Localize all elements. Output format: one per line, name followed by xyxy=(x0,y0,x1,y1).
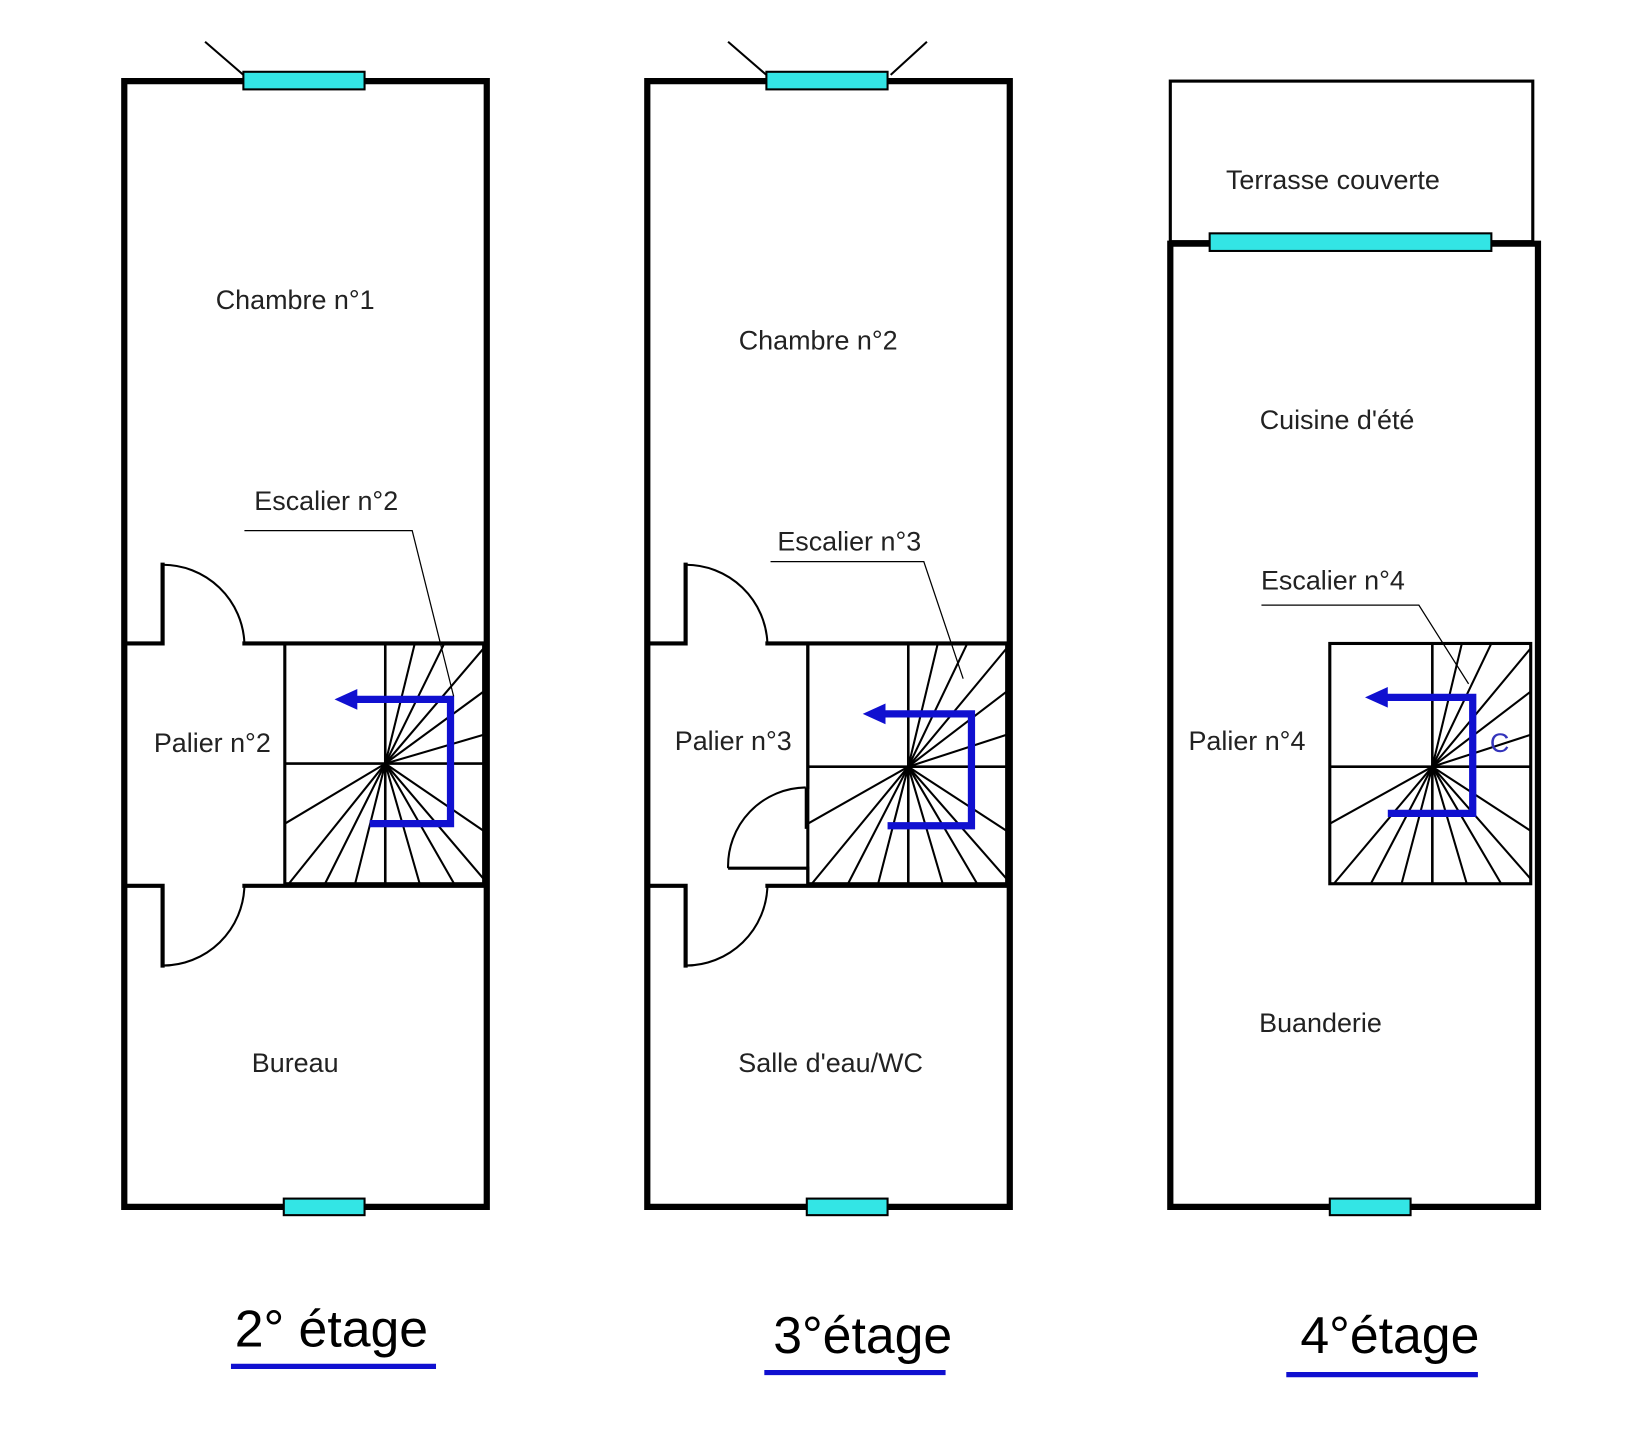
stair-label: Escalier n°3 xyxy=(777,526,921,556)
window-swing-right xyxy=(889,40,928,76)
landing-label: Palier n°4 xyxy=(1188,726,1305,756)
wc-door-arc xyxy=(727,786,806,869)
terrace-label: Terrasse couverte xyxy=(1226,165,1440,195)
stair-tread xyxy=(284,762,386,825)
stair-tread xyxy=(1431,765,1532,832)
partition-upper xyxy=(122,562,165,646)
landing-label: Palier n°2 xyxy=(154,728,271,758)
door-arc-upper xyxy=(685,563,769,644)
stair-tread xyxy=(384,647,485,765)
stair-tread xyxy=(384,690,485,765)
window-bottom xyxy=(805,1197,889,1217)
stair-tread xyxy=(287,762,387,885)
floor-title: 3°étage xyxy=(773,1306,952,1364)
terrace-outline xyxy=(1168,79,1535,244)
stair-tread xyxy=(384,733,484,765)
room-label: Salle d'eau/WC xyxy=(738,1048,923,1078)
floor-title: 2° étage xyxy=(235,1300,428,1358)
door-arc-upper xyxy=(162,563,246,644)
leader-line xyxy=(244,529,455,697)
landing-label: Palier n°3 xyxy=(675,726,792,756)
stair-tread xyxy=(1431,643,1463,767)
window-top xyxy=(242,70,366,91)
window-bottom xyxy=(1328,1197,1412,1217)
stair-tread xyxy=(1432,733,1532,768)
plan-3rd-floor: Chambre n°2 Escalier n°3 Palier n°3 Sall… xyxy=(644,40,1013,1376)
stair-tread xyxy=(1431,643,1493,768)
stair-label: Escalier n°2 xyxy=(254,486,398,516)
stair-tread xyxy=(810,766,910,885)
room-label: Chambre n°2 xyxy=(739,325,898,355)
leader-line xyxy=(770,561,964,679)
stair-tread xyxy=(1431,766,1503,885)
floor-title: 4°étage xyxy=(1300,1306,1479,1364)
arrow-head xyxy=(334,689,358,710)
stair-tread xyxy=(907,643,969,768)
leader-line xyxy=(1261,604,1470,685)
stair-tread xyxy=(1431,766,1532,880)
stair-tread xyxy=(1431,647,1532,768)
stair-tread xyxy=(384,643,416,764)
stair-tread xyxy=(1400,766,1434,885)
stair-tread xyxy=(1431,690,1532,768)
stair-mark: C xyxy=(1490,728,1509,758)
plan-4th-floor: C Terrasse couverte Cuisine d'été Escali… xyxy=(1167,79,1542,1378)
stair-direction-arrow xyxy=(880,710,976,830)
stair-tread xyxy=(1369,766,1434,885)
stair-tread xyxy=(847,766,910,885)
stair-tread xyxy=(384,762,485,832)
stair-tread xyxy=(384,643,446,765)
stair-tread xyxy=(324,763,387,885)
room-label: Bureau xyxy=(252,1048,339,1078)
window-top xyxy=(765,70,889,91)
stair-tread xyxy=(807,765,909,825)
door-arc-lower xyxy=(685,885,769,967)
room-label: Buanderie xyxy=(1259,1008,1382,1038)
window-swing xyxy=(204,40,245,76)
stair-outline xyxy=(1328,641,1533,886)
outer-walls xyxy=(644,77,1013,1210)
stair-tread xyxy=(907,690,1008,768)
stair-tread xyxy=(907,765,1008,832)
window-terrace xyxy=(1208,232,1493,252)
window-swing-left xyxy=(727,40,768,76)
room-label: Chambre n°1 xyxy=(216,285,375,315)
partition-lower xyxy=(122,883,165,968)
partition-upper xyxy=(645,562,688,646)
stair-tread xyxy=(1333,766,1434,885)
window-bottom xyxy=(282,1197,366,1217)
staircase xyxy=(806,641,1009,886)
arrow-head xyxy=(862,703,886,725)
arrow-head xyxy=(1365,686,1388,708)
stair-tread xyxy=(1329,765,1433,825)
stair-tread xyxy=(1431,766,1468,885)
outer-walls xyxy=(121,77,490,1210)
stair-tread xyxy=(907,643,939,767)
staircase xyxy=(1328,641,1533,886)
stair-direction-arrow xyxy=(1382,693,1477,817)
plan-2nd-floor: Chambre n°1 Escalier n°2 Palier n°2 Bure… xyxy=(121,40,490,1369)
stair-tread xyxy=(907,647,1008,768)
room-label: Cuisine d'été xyxy=(1260,405,1415,435)
stair-tread xyxy=(907,733,1007,768)
door-arc-lower xyxy=(162,885,246,967)
stair-label: Escalier n°4 xyxy=(1261,566,1405,596)
wc-door-sill xyxy=(728,866,810,886)
partition-lower xyxy=(645,883,688,968)
stair-direction-arrow xyxy=(352,695,455,828)
